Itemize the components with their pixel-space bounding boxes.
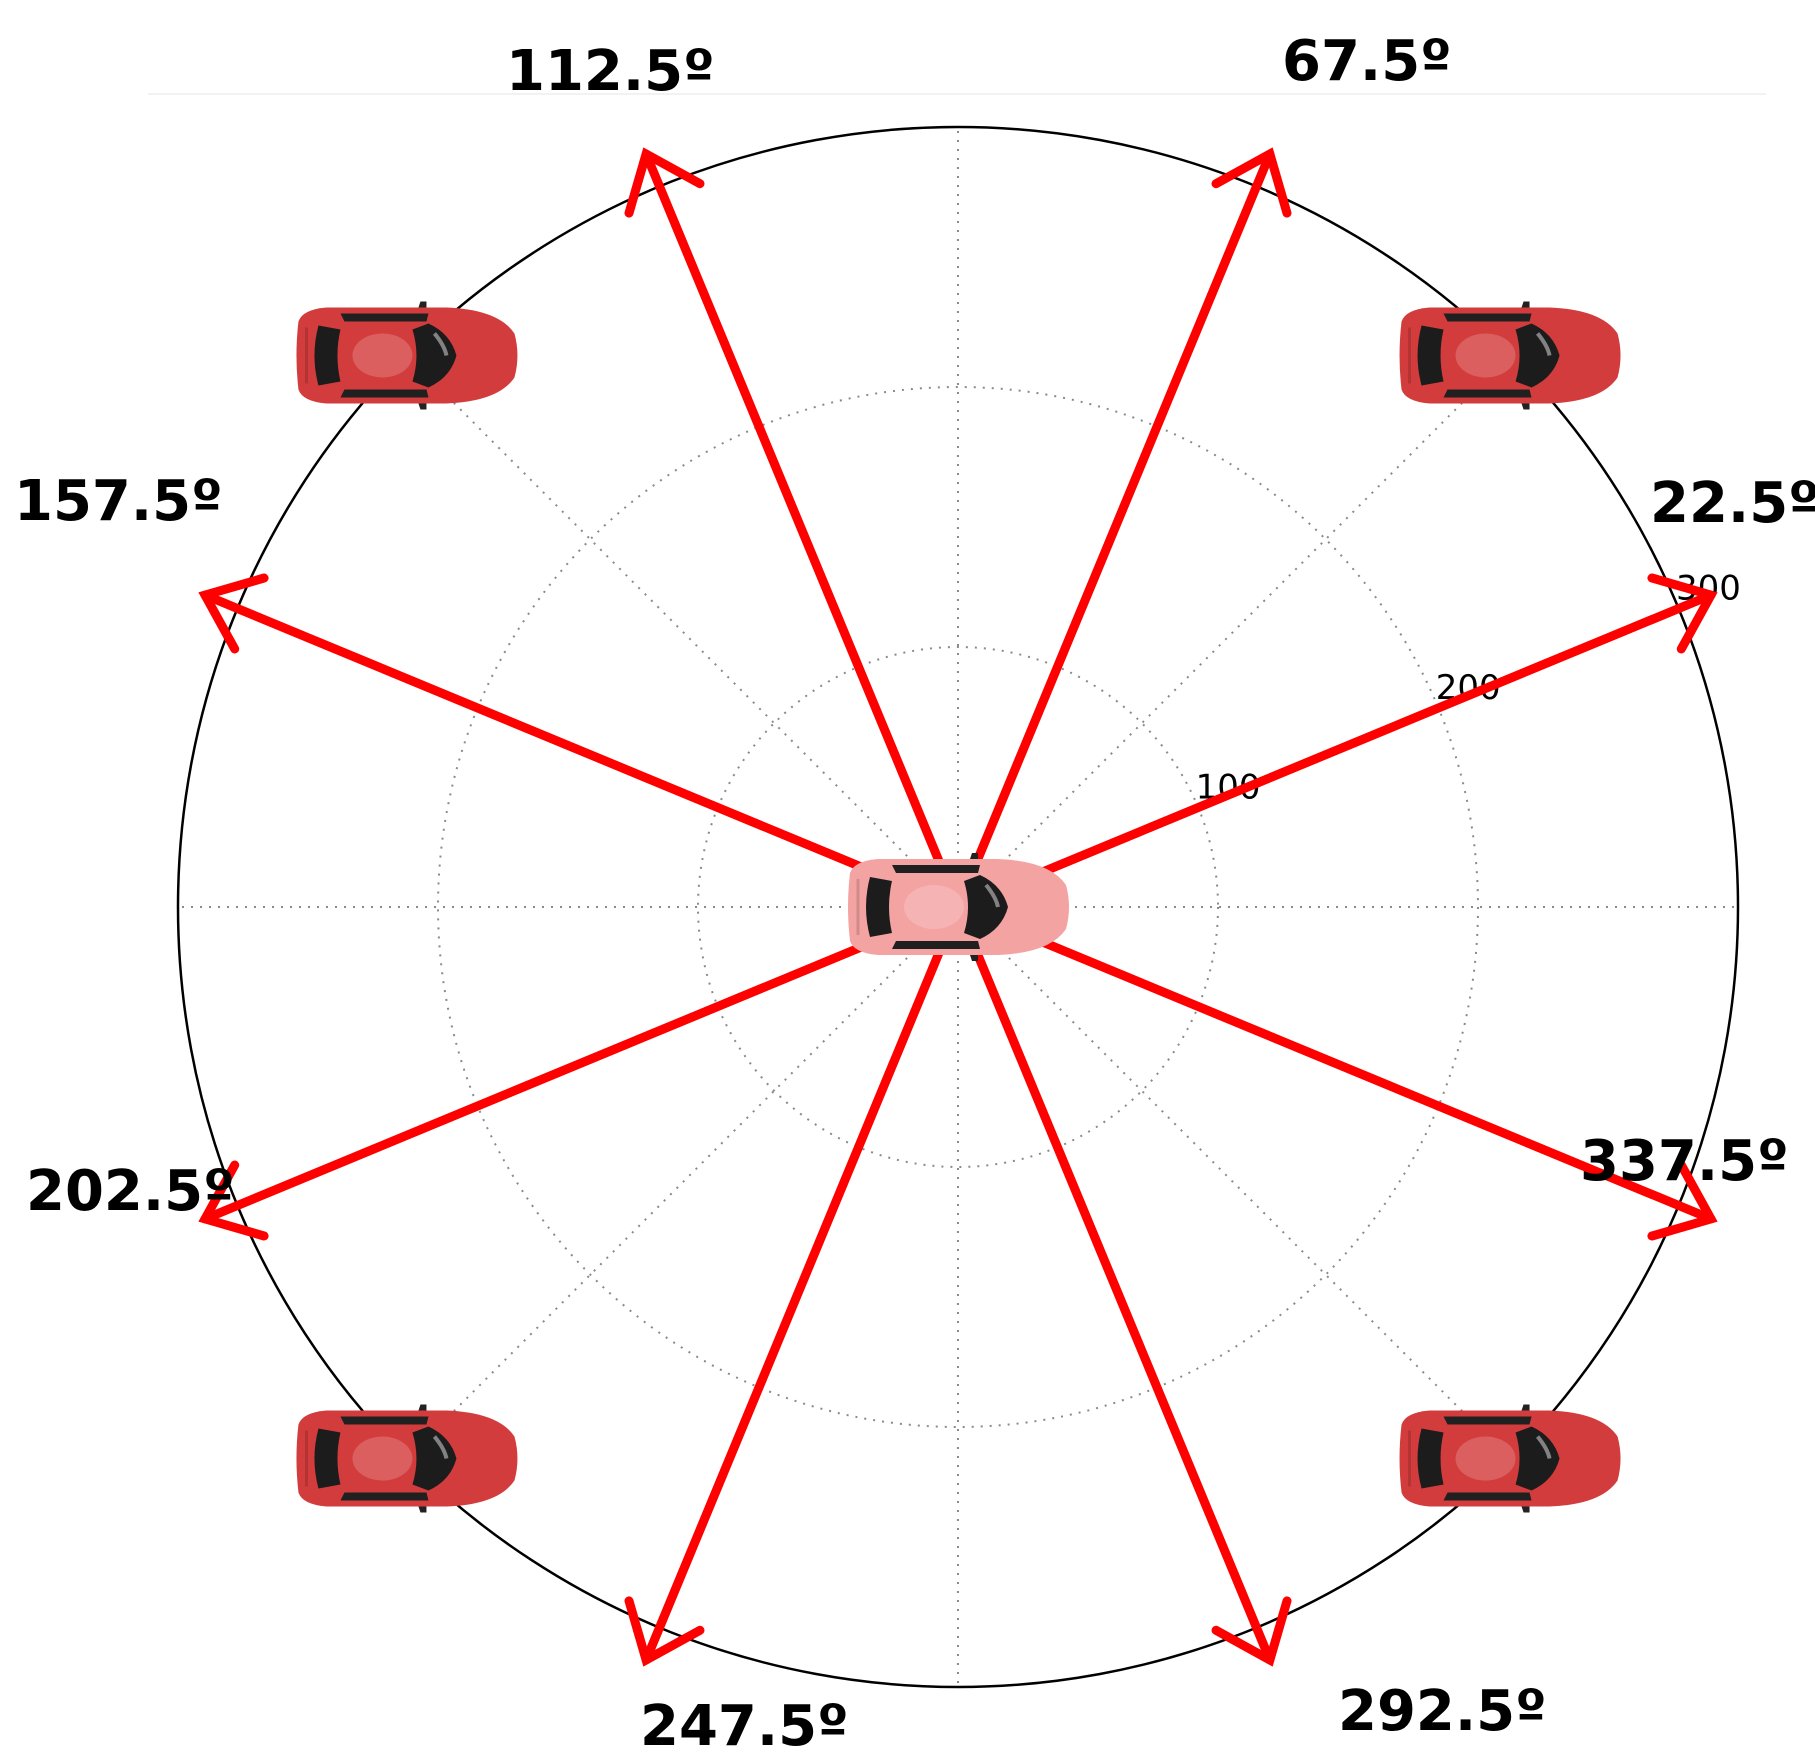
car-icon (294, 299, 520, 412)
direction-arrow-67-5 (953, 147, 1292, 912)
grid-spoke-315 (957, 906, 1511, 1460)
angle-label-337-5: 337.5º (1580, 1129, 1789, 1194)
direction-arrow-337-5 (953, 902, 1718, 1241)
outer-circle (176, 125, 1740, 1689)
ego-car-icon (846, 851, 1071, 963)
direction-arrows (198, 147, 1718, 1667)
direction-arrow-112-5 (624, 147, 963, 912)
direction-arrow-247-5 (624, 902, 963, 1667)
angle-label-22-5: 22.5º (1650, 471, 1815, 536)
car-top-left (294, 299, 520, 412)
angle-label-247-5: 247.5º (640, 1694, 849, 1759)
angle-label-67-5: 67.5º (1282, 29, 1452, 94)
car-top-right (1397, 299, 1623, 412)
car-bottom-left (294, 1402, 520, 1515)
grid-ring-200 (437, 386, 1479, 1428)
ego-vehicle (846, 851, 1071, 963)
angle-labels: 22.5º 67.5º 112.5º 157.5º 202.5º 247.5º 292.5º… (14, 29, 1815, 1759)
grid-ring-100 (697, 646, 1219, 1168)
car-icon (294, 1402, 520, 1515)
angle-label-202-5: 202.5º (26, 1159, 235, 1224)
direction-arrow-292-5 (953, 902, 1292, 1667)
car-icon (1397, 299, 1623, 412)
angle-label-112-5: 112.5º (506, 39, 715, 104)
angle-label-157-5: 157.5º (14, 469, 223, 534)
car-icon (1397, 1402, 1623, 1515)
angle-label-292-5: 292.5º (1338, 1679, 1547, 1744)
direction-arrow-22-5 (953, 573, 1718, 912)
direction-arrow-202-5 (198, 902, 963, 1241)
car-bottom-right (1397, 1402, 1623, 1515)
direction-arrow-157-5 (198, 573, 963, 912)
